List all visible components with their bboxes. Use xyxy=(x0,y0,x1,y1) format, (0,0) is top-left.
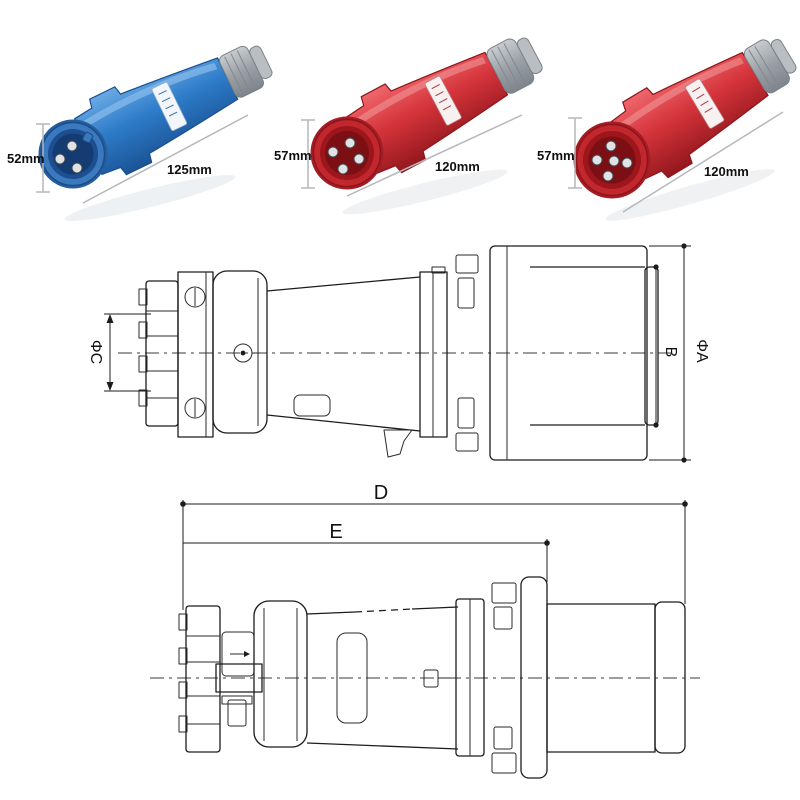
rear-tube-outline xyxy=(520,576,686,779)
gland-cap-outline xyxy=(178,605,221,753)
length-label-blue: 125mm xyxy=(167,162,212,177)
dimension-length-red5 xyxy=(622,111,784,213)
plug-pins-5 xyxy=(591,140,633,182)
dimension-phi-c: ΦC xyxy=(87,313,151,392)
collar-and-clips-outline xyxy=(455,582,517,774)
dim-label-d: D xyxy=(374,482,388,504)
plug-face-red4 xyxy=(310,116,384,190)
height-label-blue: 52mm xyxy=(7,151,45,166)
product-photo-red-4pin-plug: 57mm 120mm xyxy=(274,37,543,215)
latch-assembly-outline xyxy=(215,631,263,727)
length-label-red4: 120mm xyxy=(435,159,480,174)
dim-label-phi-c: ΦC xyxy=(87,340,104,364)
body-highlight xyxy=(354,56,487,126)
dimension-height-blue xyxy=(36,123,50,193)
product-label-sticker xyxy=(151,81,188,131)
main-body-outline xyxy=(306,606,459,750)
latch-lever xyxy=(383,429,413,458)
dimension-height-red4 xyxy=(301,119,315,189)
product-photo-blue-plug: 52mm 125mm xyxy=(7,45,273,222)
dim-label-b: B xyxy=(662,347,679,358)
keyway-tab xyxy=(82,131,94,144)
plug-pins-3 xyxy=(54,140,83,174)
length-label-red5: 120mm xyxy=(704,164,749,179)
cable-gland xyxy=(219,45,273,98)
photo-shadow xyxy=(342,169,508,215)
dimension-d: D xyxy=(180,482,688,610)
plug-body-blue xyxy=(73,45,273,176)
dimension-length-red4 xyxy=(346,114,523,197)
flange-plate-outline xyxy=(212,270,268,434)
cable-gland xyxy=(743,38,797,94)
product-label-sticker xyxy=(424,75,462,126)
plug-face-blue xyxy=(38,119,108,189)
dimension-length-blue xyxy=(82,114,249,204)
dim-label-e: E xyxy=(329,521,342,543)
rear-tube-outline xyxy=(489,245,659,461)
collar-and-clips-outline xyxy=(419,254,479,452)
height-label-red4: 57mm xyxy=(274,148,312,163)
label-window xyxy=(336,632,368,724)
photo-shadow xyxy=(605,169,775,221)
product-label-sticker xyxy=(685,78,725,129)
height-label-red5: 57mm xyxy=(537,148,575,163)
plug-face-red5 xyxy=(573,121,651,199)
photo-shadow xyxy=(64,174,236,222)
technical-drawing-side-view: ΦC xyxy=(87,243,710,463)
tapered-body-outline xyxy=(266,276,421,458)
screw-ring-outline xyxy=(177,271,214,438)
body-highlight xyxy=(616,57,744,132)
plug-pins-4 xyxy=(327,137,365,175)
body-highlight xyxy=(81,62,218,129)
technical-drawing-profile-view: D E xyxy=(150,482,700,779)
plug-body-red4 xyxy=(346,37,543,175)
plug-body-red5 xyxy=(608,38,797,181)
cable-gland xyxy=(486,37,543,94)
front-flange-outline xyxy=(253,600,308,748)
product-photo-red-5pin-plug: 57mm 120mm xyxy=(537,38,797,221)
dimension-phi-a: ΦA xyxy=(649,243,710,463)
dimension-e: E xyxy=(183,521,550,582)
dim-label-phi-a: ΦA xyxy=(693,339,710,363)
dimension-height-red5 xyxy=(568,117,582,189)
dimension-b: B xyxy=(653,264,679,428)
